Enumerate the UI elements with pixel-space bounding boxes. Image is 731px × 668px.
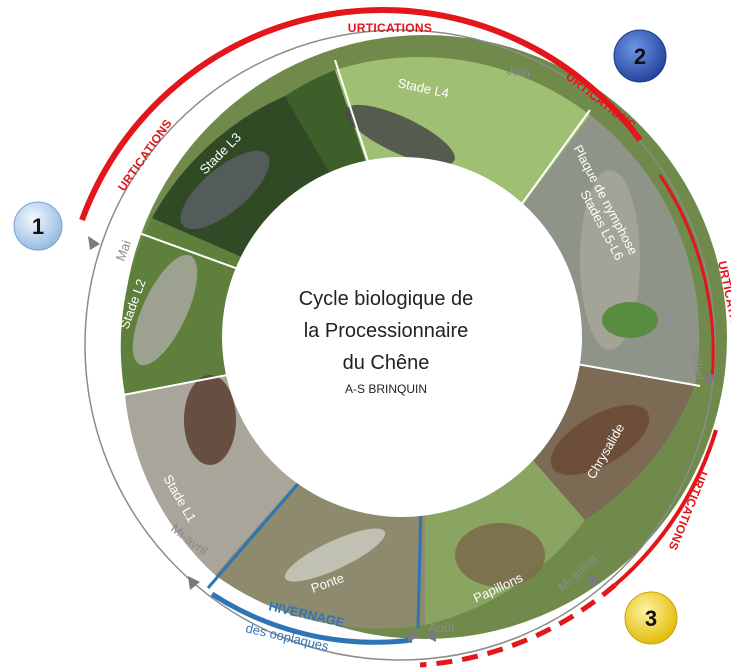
center-author: A-S BRINQUIN [345, 382, 427, 396]
badge-3: 3 [624, 591, 678, 645]
center-title-line2: la Processionnaire [304, 320, 469, 342]
urtication-arc-main [79, 7, 643, 222]
hivernage-arc [210, 591, 413, 645]
center-title-line3: du Chêne [343, 352, 430, 374]
center-disc [222, 157, 582, 517]
urtication-arc-dashed [419, 583, 617, 668]
badge-1-number: 1 [32, 214, 44, 239]
month-juillet: Juillet [687, 346, 708, 382]
marker-mi-avril [188, 576, 200, 590]
marker-mai [88, 236, 100, 250]
timeline-ring [84, 29, 716, 661]
center-title-line1: Cycle biologique de [299, 288, 474, 310]
marker-juillet [705, 370, 718, 384]
photo-details [132, 104, 658, 587]
urtications-label-top: URTICATIONS [348, 21, 432, 35]
marker-aout-a [408, 630, 420, 642]
badge-1: 1 [13, 201, 63, 251]
marker-mi-juillet [588, 575, 600, 588]
month-aout: Août [428, 620, 455, 635]
marker-aout-b [424, 630, 436, 642]
urtication-arc-right [658, 174, 715, 381]
urtication-arc-bottom [613, 429, 718, 587]
badge-2: 2 [613, 29, 667, 83]
month-mai: Mai [113, 238, 134, 263]
badge-2-number: 2 [634, 44, 646, 69]
timeline-markers [88, 236, 718, 642]
badge-3-number: 3 [645, 606, 657, 631]
month-juin: Juin [506, 62, 532, 80]
hivernage-sublabel: des ooplaques [244, 620, 330, 654]
